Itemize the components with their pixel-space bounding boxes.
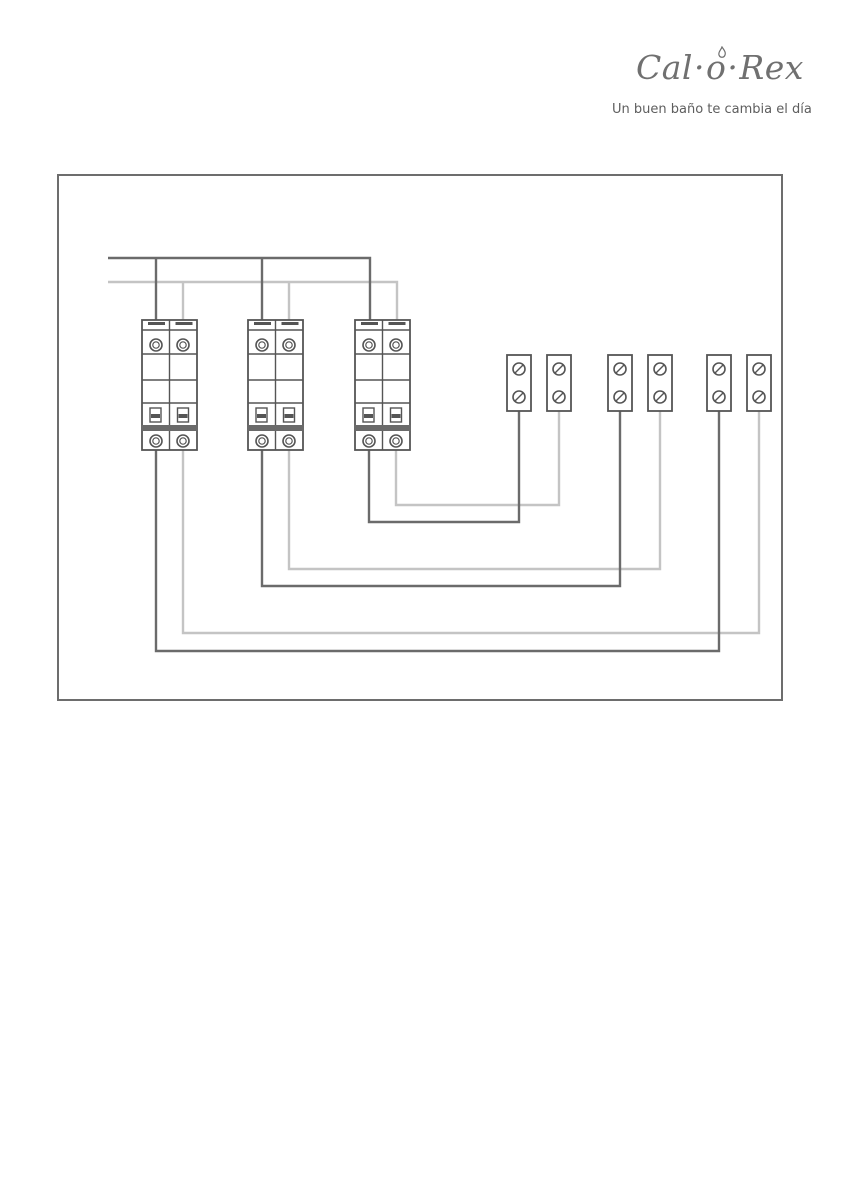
terminal-screw-top: [553, 363, 565, 375]
terminal-blocks: [507, 355, 771, 411]
breaker-screw-bottom: [177, 435, 189, 447]
screw-terminal-icon: [507, 355, 531, 411]
breaker-screw-bottom: [390, 435, 402, 447]
terminal-screw-bottom: [614, 391, 626, 403]
output-wire-dark: [262, 411, 620, 586]
screw-terminal-icon: [707, 355, 731, 411]
screw-head: [177, 435, 189, 447]
breaker-screw-top: [177, 339, 189, 351]
screw-head: [177, 339, 189, 351]
screw-terminal-icon: [648, 355, 672, 411]
terminal-screw-top: [614, 363, 626, 375]
supply-line-dark: [108, 258, 370, 320]
breakers: [141, 320, 411, 450]
screw-head: [150, 435, 162, 447]
screw-head: [256, 339, 268, 351]
breaker-toggle-bar: [151, 414, 160, 418]
breaker-screw-top: [283, 339, 295, 351]
screw-terminal-icon: [747, 355, 771, 411]
breaker-toggle-bar: [179, 414, 188, 418]
breaker-screw-top: [390, 339, 402, 351]
terminal-screw-bottom: [654, 391, 666, 403]
terminal-screw-bottom: [513, 391, 525, 403]
breaker-cap: [254, 322, 271, 325]
terminal-screw-bottom: [553, 391, 565, 403]
screw-head: [283, 435, 295, 447]
output-wire-dark: [156, 411, 719, 651]
breaker-screw-bottom: [363, 435, 375, 447]
screw-terminal-icon: [547, 355, 571, 411]
screw-head: [363, 435, 375, 447]
terminal-screw-bottom: [753, 391, 765, 403]
breaker-cap: [282, 322, 299, 325]
circuit-breaker-icon: [247, 320, 304, 450]
circuit-breaker-icon: [141, 320, 198, 450]
breaker-rail: [141, 425, 198, 431]
breaker-toggle-bar: [392, 414, 401, 418]
terminal-screw-top: [753, 363, 765, 375]
light-wires: [108, 282, 759, 633]
supply-line-light: [108, 282, 397, 320]
breaker-cap: [148, 322, 165, 325]
breaker-cap: [361, 322, 378, 325]
screw-head: [150, 339, 162, 351]
breaker-toggle-bar: [285, 414, 294, 418]
screw-head: [390, 339, 402, 351]
terminal-screw-top: [713, 363, 725, 375]
breaker-toggle-bar: [257, 414, 266, 418]
terminal-screw-bottom: [713, 391, 725, 403]
breaker-cap: [176, 322, 193, 325]
breaker-screw-top: [363, 339, 375, 351]
output-wire-light: [289, 411, 660, 569]
breaker-screw-bottom: [150, 435, 162, 447]
breaker-cap: [389, 322, 406, 325]
screw-head: [363, 339, 375, 351]
breaker-rail: [247, 425, 304, 431]
circuit-breaker-icon: [354, 320, 411, 450]
breaker-rail: [354, 425, 411, 431]
terminal-screw-top: [654, 363, 666, 375]
output-wire-light: [396, 411, 559, 505]
breaker-toggle-bar: [364, 414, 373, 418]
terminal-screw-top: [513, 363, 525, 375]
screw-head: [390, 435, 402, 447]
breaker-screw-bottom: [256, 435, 268, 447]
screw-head: [283, 339, 295, 351]
breaker-screw-top: [256, 339, 268, 351]
dark-wires: [108, 258, 719, 651]
breaker-screw-bottom: [283, 435, 295, 447]
breaker-screw-top: [150, 339, 162, 351]
screw-terminal-icon: [608, 355, 632, 411]
screw-head: [256, 435, 268, 447]
